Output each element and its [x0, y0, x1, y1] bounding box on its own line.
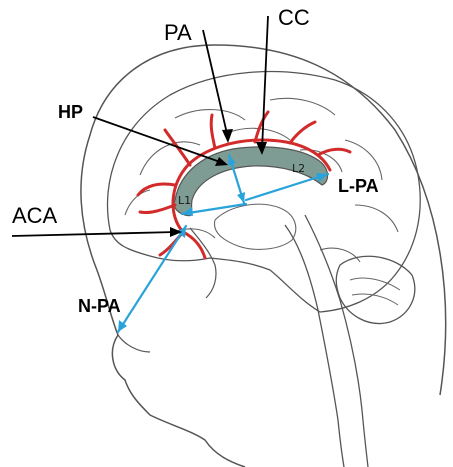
brainstem — [285, 215, 362, 420]
spinal-cord — [338, 410, 368, 467]
label-l1: L1 — [178, 194, 191, 207]
aca-arrow — [12, 232, 176, 236]
l2-line — [246, 174, 328, 200]
pa-arrow — [203, 30, 228, 138]
label-hp: HP — [58, 102, 83, 122]
pa-arrowhead — [222, 129, 233, 143]
cerebellum — [336, 256, 415, 323]
label-l2: L2 — [292, 162, 305, 175]
thalamus — [214, 204, 295, 249]
n-pa-line — [118, 226, 186, 332]
label-cc: CC — [278, 5, 310, 30]
label-n-pa: N-PA — [78, 296, 121, 316]
cerebellum-folds — [350, 278, 400, 305]
label-pa: PA — [164, 20, 192, 45]
vessels — [138, 112, 350, 258]
hp-arrowhead-bottom — [237, 192, 245, 203]
hp-arrow — [93, 117, 223, 163]
label-aca: ACA — [12, 203, 58, 228]
nose-outline — [118, 335, 150, 352]
label-l-pa: L-PA — [338, 176, 379, 196]
